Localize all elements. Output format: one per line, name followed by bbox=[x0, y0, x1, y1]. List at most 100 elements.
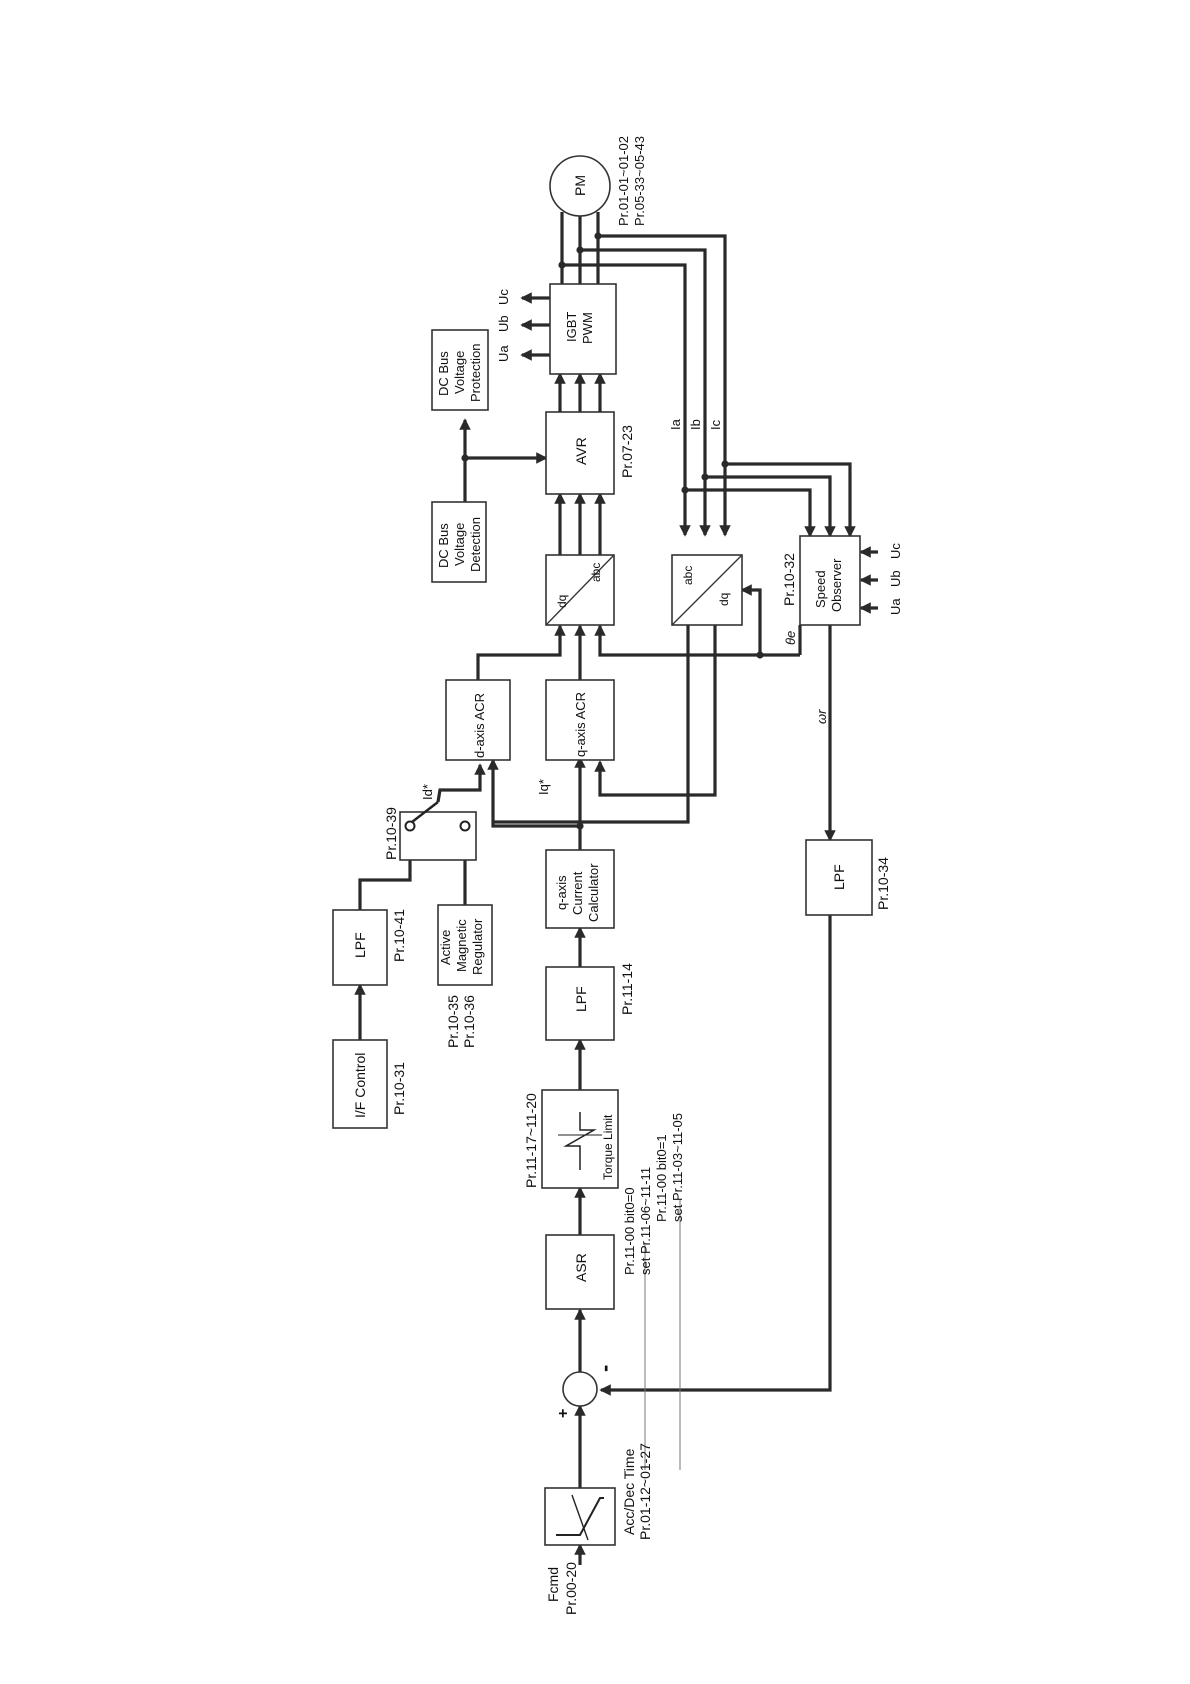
dc-protect-block bbox=[431, 329, 489, 411]
qcalc-line-2: Current bbox=[570, 871, 585, 915]
wire-ia-feedback bbox=[562, 263, 691, 537]
torque-limit-icon bbox=[563, 1112, 597, 1170]
sum-minus: - bbox=[592, 1365, 617, 1372]
q-acr-label: q-axis ACR bbox=[573, 692, 588, 757]
sum-plus: + bbox=[555, 1409, 572, 1418]
abc-dq-block bbox=[671, 554, 743, 626]
junction-dot bbox=[558, 261, 566, 269]
ramp-icon bbox=[556, 1497, 604, 1536]
pm-motor bbox=[549, 155, 611, 217]
theta-label: θe bbox=[783, 631, 798, 645]
q-acr-block bbox=[545, 679, 615, 761]
switch-block bbox=[399, 763, 486, 861]
ib-label: Ib bbox=[688, 419, 703, 430]
ramp-param: Pr.01-12~01-27 bbox=[637, 1443, 653, 1540]
wire-qfb-qacr bbox=[594, 625, 717, 797]
wire-ic-to-observer bbox=[725, 462, 856, 538]
avr-block bbox=[545, 411, 615, 495]
junction-dot bbox=[594, 232, 602, 240]
torque-limit-box bbox=[541, 1089, 619, 1189]
uc-observer: Uc bbox=[888, 543, 903, 559]
igbt-line-1: IGBT bbox=[564, 312, 579, 342]
active-magnetic-block bbox=[437, 904, 493, 986]
wires bbox=[354, 212, 878, 1565]
dc-detect-block bbox=[431, 501, 487, 583]
switch-param: Pr.10-39 bbox=[383, 807, 399, 860]
abc-dq-diagonal bbox=[671, 554, 743, 626]
asr-note-1: Pr.11-00 bit0=0 bbox=[622, 1187, 637, 1275]
dc-protect-line-3: Protection bbox=[468, 343, 483, 402]
ramp-block bbox=[544, 1487, 616, 1546]
pm-param-1: Pr.01-01~01-02 bbox=[616, 136, 631, 226]
dc-detect-line-3: Detection bbox=[468, 517, 483, 572]
iq-ref-label: Iq* bbox=[536, 779, 551, 795]
igbt-block bbox=[549, 283, 617, 375]
torque-limit-label: Torque Limit bbox=[601, 1114, 615, 1180]
asr-label: ASR bbox=[573, 1253, 589, 1282]
summing-junction bbox=[562, 1371, 598, 1407]
if-control-label: I/F Control bbox=[352, 1053, 368, 1118]
pm-param-2: Pr.05-33~05-43 bbox=[632, 136, 647, 226]
igbt-line-2: PWM bbox=[580, 312, 595, 344]
d-acr-label: d-axis ACR bbox=[472, 693, 487, 758]
uc-output: Uc bbox=[496, 289, 511, 305]
lpf-speed-label: LPF bbox=[831, 864, 847, 890]
observer-param: Pr.10-32 bbox=[781, 553, 797, 606]
wire-ib-to-observer bbox=[705, 475, 836, 538]
dq-abc-diagonal bbox=[545, 554, 615, 626]
q-current-calc-block bbox=[545, 849, 615, 929]
lpf-torque-param: Pr.11-14 bbox=[619, 963, 635, 1015]
observer-line-1: Speed bbox=[813, 570, 828, 608]
ub-observer: Ub bbox=[888, 570, 903, 587]
dq-abc-top: dq bbox=[555, 595, 569, 608]
avr-label: AVR bbox=[573, 437, 589, 465]
avr-param: Pr.07-23 bbox=[619, 425, 635, 478]
junction-dot bbox=[576, 246, 584, 254]
asr-note-3: Pr.11-00 bit0=1 bbox=[654, 1134, 669, 1222]
wire-lpf-to-switch bbox=[358, 860, 412, 910]
omega-label: ωr bbox=[814, 709, 829, 724]
blocks bbox=[332, 155, 873, 1546]
junction-dot bbox=[461, 454, 469, 462]
wire-lpf-to-sum bbox=[599, 915, 832, 1396]
ua-output: Ua bbox=[496, 345, 511, 362]
junction-dot bbox=[721, 460, 729, 468]
asr-note-2: set Pr.11-06~11-11 bbox=[638, 1167, 653, 1275]
junctions bbox=[461, 232, 764, 830]
junction-dot bbox=[756, 651, 764, 659]
abc-dq-bottom: dq bbox=[717, 593, 731, 606]
fcmd-label: Fcmd bbox=[545, 1567, 561, 1602]
dc-protect-line-1: DC Bus bbox=[436, 351, 451, 396]
switch-contact-2 bbox=[459, 820, 471, 832]
ub-output: Ub bbox=[496, 315, 511, 332]
wire-ia-to-observer bbox=[685, 488, 816, 538]
wire-theta-to-abcdq bbox=[740, 584, 762, 655]
dq-abc-bottom: abc bbox=[589, 563, 603, 582]
if-control-block bbox=[332, 1039, 388, 1129]
amr-line-1: Active bbox=[438, 930, 453, 965]
wire-dacr-to-dqabc bbox=[476, 624, 566, 680]
switch-contact-1 bbox=[404, 820, 416, 832]
wire-dfb-dacr bbox=[493, 625, 690, 824]
dc-detect-line-1: DC Bus bbox=[436, 523, 451, 568]
d-acr-block bbox=[445, 679, 511, 761]
lpf-if-block bbox=[332, 909, 388, 986]
wire-theta-to-dqabc bbox=[594, 624, 800, 657]
ramp-caption: Acc/Dec Time bbox=[621, 1448, 637, 1535]
qcalc-line-3: Calculator bbox=[586, 863, 601, 922]
lpf-if-label: LPF bbox=[352, 932, 368, 958]
junction-dot bbox=[681, 486, 689, 494]
lpf-speed-param: Pr.10-34 bbox=[875, 857, 891, 910]
ic-label: Ic bbox=[708, 419, 723, 430]
if-control-param: Pr.10-31 bbox=[391, 1062, 407, 1115]
dc-protect-line-2: Voltage bbox=[452, 351, 467, 394]
wire-ic-feedback bbox=[598, 234, 731, 537]
torque-limit-block bbox=[541, 1089, 619, 1189]
id-ref-label: Id* bbox=[420, 784, 435, 800]
lpf-if-param: Pr.10-41 bbox=[391, 909, 407, 962]
junction-dot bbox=[701, 473, 709, 481]
amr-param-2: Pr.10-36 bbox=[461, 995, 477, 1048]
